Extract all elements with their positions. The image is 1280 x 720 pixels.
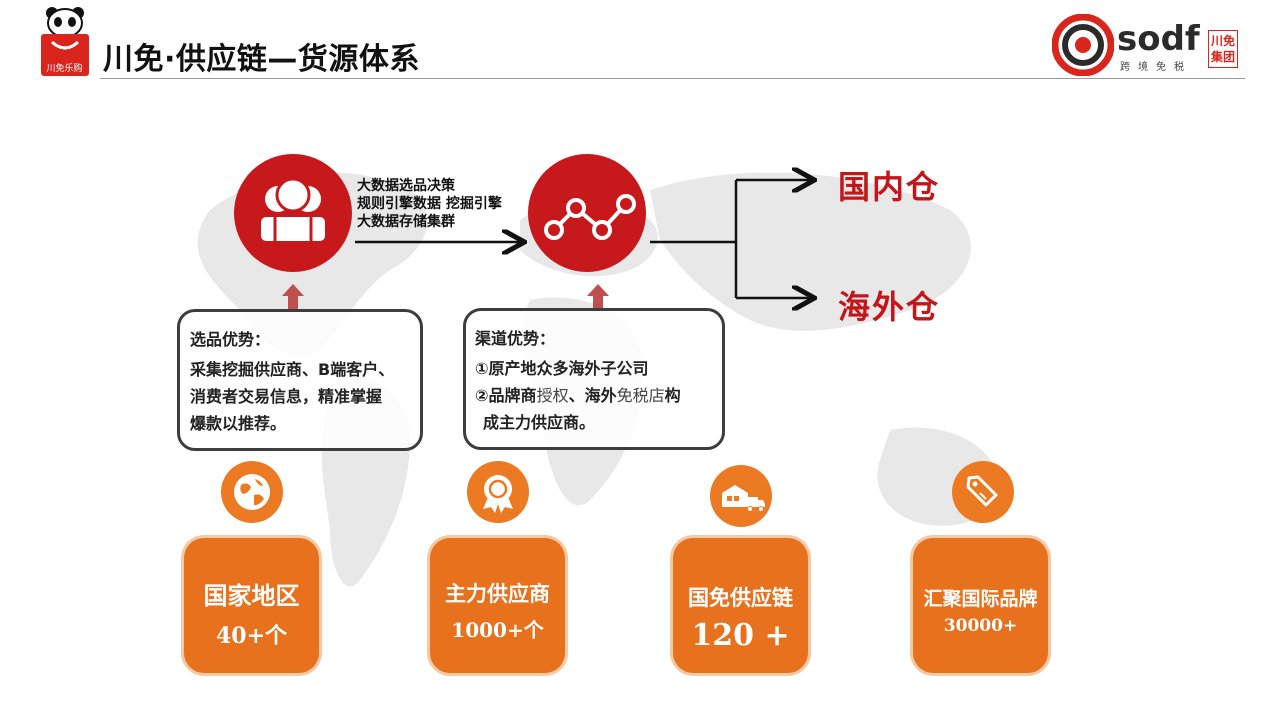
warehouse-overseas: 海外仓 (838, 288, 941, 326)
page-title: 川免·供应链—货源体系 (103, 42, 420, 77)
users-icon (261, 177, 325, 241)
channel-line-2: ②品牌商授权、海外免税店构 (475, 386, 681, 405)
title-divider (100, 78, 1245, 79)
stat-icon-ring-4 (952, 461, 1014, 523)
stat-suppliers-value: 1000+个 (451, 618, 544, 642)
channel-line-3: 成主力供应商。 (483, 413, 596, 432)
award-ribbon-icon (483, 475, 513, 513)
flow-label-3: 大数据存储集群 (357, 214, 455, 230)
stat-icon-ring-3 (710, 465, 772, 527)
stat-brands-value: 30000+ (943, 616, 1018, 636)
selection-line-3: 爆款以推荐。 (190, 414, 287, 433)
channel-line-1: ①原产地众多海外子公司 (475, 359, 649, 378)
stat-supply-chain: 国免供应链 120 + (673, 538, 808, 673)
brand-logo-right: sodf 跨境免税 川免集团 (1050, 12, 1245, 78)
globe-icon (234, 474, 270, 510)
selection-advantage-callout: 选品优势： 采集挖掘供应商、B端客户、 消费者交易信息，精准掌握 爆款以推荐。 (177, 309, 423, 451)
brand-left-label: 川免乐购 (46, 64, 83, 74)
channel-advantage-callout: 渠道优势： ①原产地众多海外子公司 ②品牌商授权、海外免税店构 成主力供应商。 (463, 308, 725, 450)
flow-label-2: 规则引擎数据 挖掘引擎 (357, 196, 502, 212)
stat-suppliers-title: 主力供应商 (445, 582, 550, 606)
selection-line-1: 采集挖掘供应商、B端客户、 (190, 360, 395, 379)
stat-supply-chain-title: 国免供应链 (688, 586, 793, 610)
selection-heading: 选品优势： (190, 330, 271, 349)
stat-icon-ring-1 (221, 461, 283, 523)
users-circle (234, 154, 352, 272)
panda-mascot-icon (41, 7, 89, 76)
stat-countries-value: 40+个 (215, 623, 288, 649)
stat-countries-title: 国家地区 (203, 582, 300, 610)
analytics-circle (528, 154, 646, 272)
stat-icon-ring-2 (467, 461, 529, 523)
warehouse-domestic: 国内仓 (838, 168, 941, 206)
brand-right-word: sodf (1117, 19, 1200, 59)
price-tag-icon (966, 475, 998, 507)
stat-supply-chain-value: 120 + (691, 618, 790, 653)
data-chart-icon (544, 194, 636, 240)
brand-right-subtitle: 跨境免税 (1120, 62, 1192, 73)
flow-label-1: 大数据选品决策 (357, 178, 455, 194)
stat-countries: 国家地区 40+个 (184, 538, 319, 673)
stat-brands-title: 汇聚国际品牌 (923, 588, 1038, 610)
brand-logo-left: 川免乐购 (40, 6, 90, 76)
selection-line-2: 消费者交易信息，精准掌握 (190, 387, 383, 406)
stat-brands: 汇聚国际品牌 30000+ (913, 538, 1048, 673)
brand-right-badge: 川免集团 (1208, 30, 1238, 68)
stat-suppliers: 主力供应商 1000+个 (430, 538, 565, 673)
swirl-logo-icon (1052, 14, 1114, 76)
flow-description: 大数据选品决策 规则引擎数据 挖掘引擎 大数据存储集群 (357, 177, 502, 231)
warehouse-truck-icon (722, 485, 765, 512)
channel-heading: 渠道优势： (475, 329, 556, 348)
